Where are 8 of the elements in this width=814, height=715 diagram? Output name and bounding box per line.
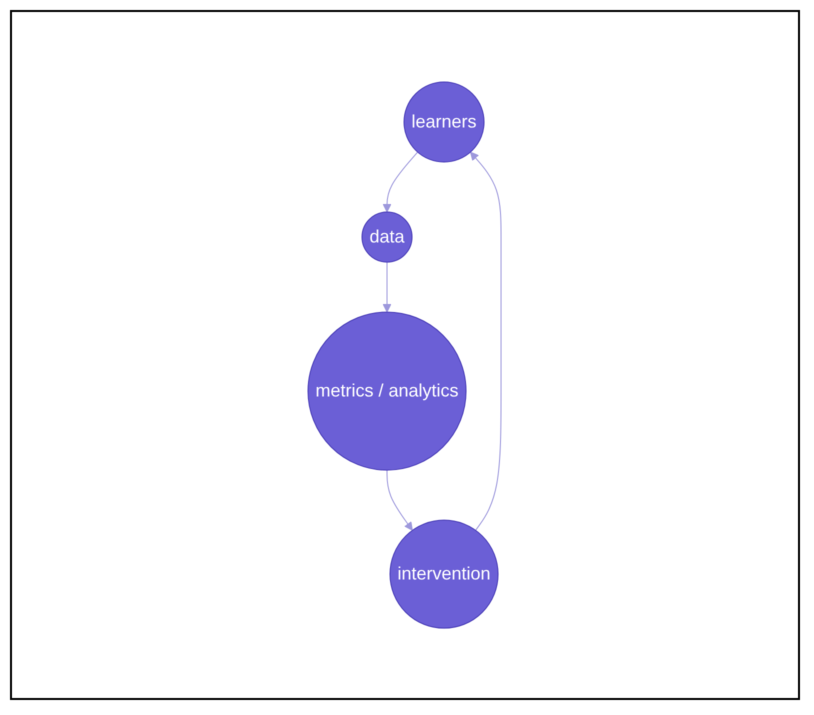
node-circle: data [362,211,414,262]
node-circle: learners [404,81,486,162]
arrow [383,152,419,212]
arrow [470,152,502,531]
node-circle: metrics / analytics [308,311,468,471]
arrow [387,470,414,531]
arrow [383,261,392,312]
node-circle: intervention [390,520,500,629]
